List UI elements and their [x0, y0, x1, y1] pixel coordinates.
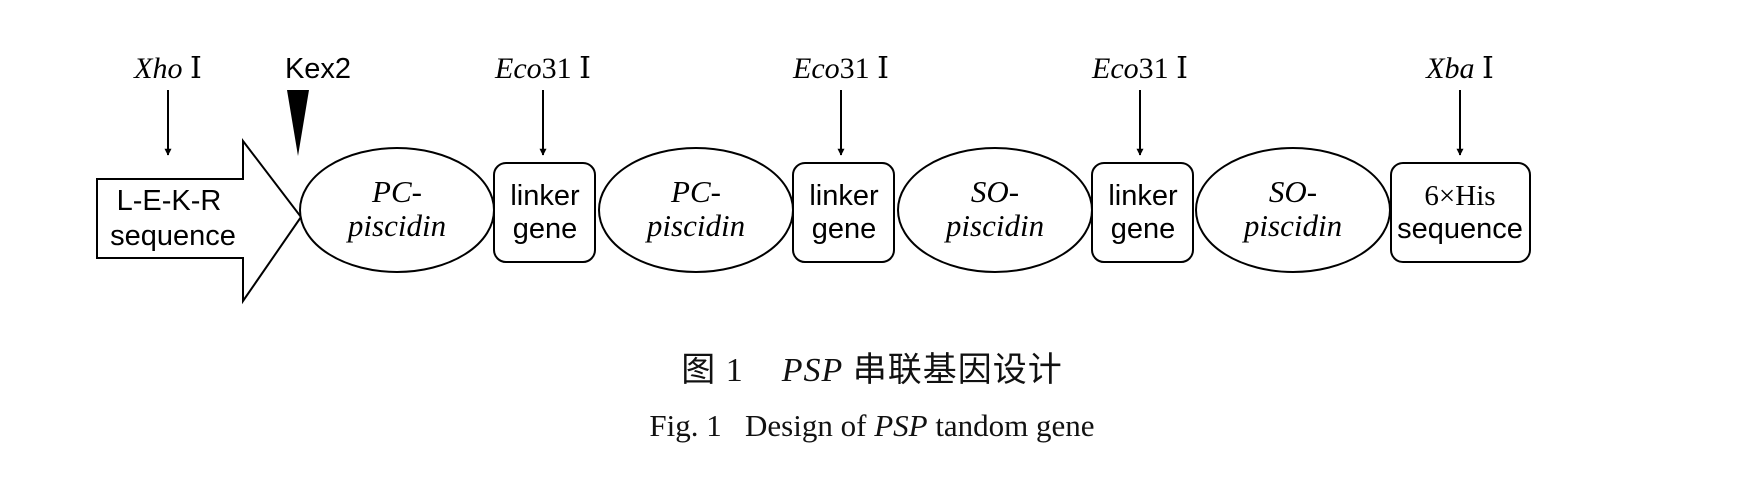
linker3-label-line1: linker: [1108, 180, 1178, 212]
so1-label-line1: SO-: [971, 174, 1019, 209]
linker1-label-line1: linker: [510, 180, 580, 212]
caption-en-text2: tandom gene: [927, 408, 1095, 443]
so1-label-line2: piscidin: [944, 208, 1044, 243]
eco31-site-label-3: Eco31 Ⅰ: [1091, 52, 1188, 85]
pc1-label-line2: piscidin: [346, 208, 446, 243]
linker2-label-line2: gene: [812, 213, 877, 245]
psp-tandem-gene-diagram: Xho Ⅰ Kex2 Eco31 Ⅰ Eco31 Ⅰ Eco31 Ⅰ Xba Ⅰ: [96, 52, 1531, 305]
kex2-cleavage-marker: [287, 90, 309, 156]
pc2-label-line1: PC-: [670, 174, 721, 209]
linker-gene-box-2: [792, 162, 895, 263]
caption-en-psp: PSP: [874, 408, 928, 443]
eco31-site-label-1: Eco31 Ⅰ: [494, 52, 591, 85]
caption-cn-number: 图 1: [681, 352, 744, 389]
his-label-line1: 6×His: [1424, 180, 1495, 212]
his-label-line2: sequence: [1397, 213, 1523, 245]
eco31-site-label-2: Eco31 Ⅰ: [792, 52, 889, 85]
lekr-label-line1: L-E-K-R: [117, 185, 222, 217]
linker3-label-line2: gene: [1111, 213, 1176, 245]
lekr-label-line2: sequence: [110, 220, 236, 252]
pc2-label-line2: piscidin: [645, 208, 745, 243]
so2-label-line1: SO-: [1269, 174, 1317, 209]
pc1-label-line1: PC-: [371, 174, 422, 209]
xhoI-site-label: Xho Ⅰ: [133, 52, 202, 85]
caption-cn-psp: PSP: [781, 352, 844, 389]
figure-caption-english: Fig. 1 Design of PSP tandom gene: [0, 408, 1744, 444]
kex2-site-label: Kex2: [285, 53, 351, 85]
caption-en-prefix: Fig. 1: [649, 408, 722, 443]
linker1-label-line2: gene: [513, 213, 578, 245]
caption-en-text1: Design of: [745, 408, 875, 443]
linker-gene-box-3: [1091, 162, 1194, 263]
caption-cn-text: 串联基因设计: [843, 352, 1063, 389]
linker-gene-box-1: [493, 162, 596, 263]
lekr-sequence-arrow: [96, 138, 303, 305]
so2-label-line2: piscidin: [1242, 208, 1342, 243]
figure-caption-chinese: 图 1 PSP 串联基因设计: [0, 342, 1744, 391]
linker2-label-line1: linker: [809, 180, 879, 212]
his-sequence-box: [1390, 162, 1531, 263]
xbaI-site-label: Xba Ⅰ: [1425, 52, 1494, 85]
